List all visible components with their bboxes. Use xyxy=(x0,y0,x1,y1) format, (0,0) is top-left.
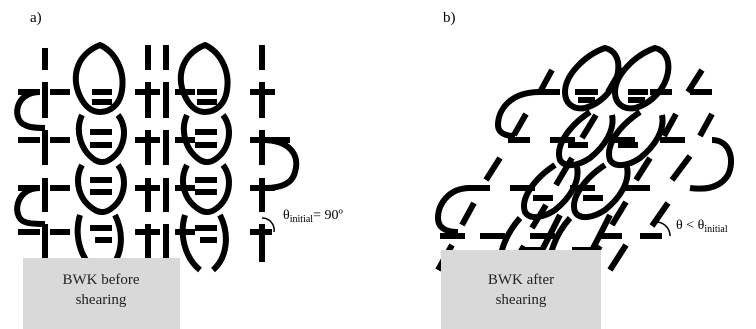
panel-b-caption: BWK after shearing xyxy=(441,250,601,329)
panel-b-knit-structure xyxy=(435,45,734,274)
panel-b-caption-line1: BWK after xyxy=(488,272,554,288)
panel-a-side-loops xyxy=(14,89,300,227)
panel-a-loops-col1 xyxy=(72,42,127,273)
panel-a-knit-structure xyxy=(14,42,300,273)
panel-a-angle-label: θinitial= 90º xyxy=(283,208,343,225)
panel-b-label: b) xyxy=(443,10,456,26)
panel-a-warp-yarns xyxy=(42,45,265,262)
panel-b: b) xyxy=(435,10,734,329)
panel-a-angle-arc xyxy=(261,217,275,233)
panel-b-angle-marker: θ < θinitial xyxy=(654,218,728,237)
panel-a: a) xyxy=(14,10,343,329)
panel-a-angle-marker: θinitial= 90º xyxy=(261,208,343,233)
panel-a-weft-dashes xyxy=(18,89,290,235)
panel-b-angle-arc xyxy=(654,221,671,237)
panel-b-caption-line2: shearing xyxy=(496,292,547,308)
panel-a-loops-col2 xyxy=(177,42,232,273)
panel-b-angle-label: θ < θinitial xyxy=(676,218,728,235)
panel-a-caption: BWK before shearing xyxy=(23,258,180,329)
panel-b-side-loops xyxy=(435,89,734,235)
panel-a-label: a) xyxy=(30,10,42,26)
panel-a-caption-line1: BWK before xyxy=(62,272,139,288)
panel-a-caption-line2: shearing xyxy=(76,292,127,308)
